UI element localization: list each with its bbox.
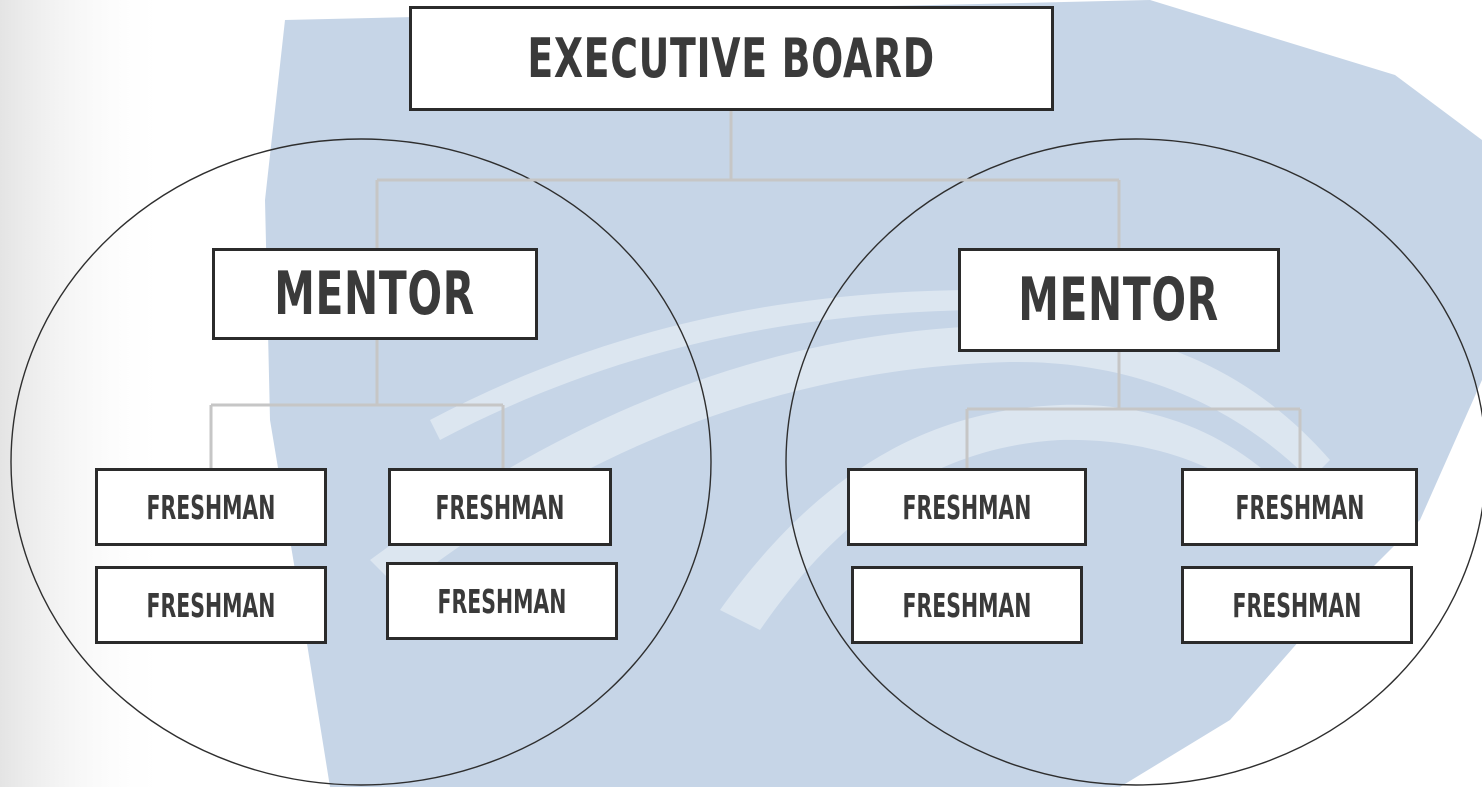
watermark-shape [265,0,1482,787]
freshman-label: FRESHMAN [146,585,276,625]
group-circle-right [785,138,1482,786]
freshman-box: FRESHMAN [847,468,1087,546]
connector-lines [209,111,1302,468]
freshman-box: FRESHMAN [386,562,618,640]
freshman-box: FRESHMAN [388,468,612,546]
freshman-label: FRESHMAN [1235,487,1364,527]
freshman-label: FRESHMAN [902,487,1032,527]
freshman-label: FRESHMAN [437,581,567,621]
freshman-label: FRESHMAN [902,585,1032,625]
group-circles [10,138,1482,786]
freshman-box: FRESHMAN [95,566,327,644]
mentor-box: MENTOR [212,248,538,340]
watermark-stripe [370,324,1330,590]
freshman-box: FRESHMAN [1181,566,1413,644]
freshman-label: FRESHMAN [146,487,276,527]
freshman-box: FRESHMAN [1181,468,1418,546]
freshman-label: FRESHMAN [1232,585,1362,625]
executive-board-box: EXECUTIVE BOARD [409,6,1054,111]
watermark-stripe [720,404,1275,630]
group-circle-left [10,138,712,786]
watermark-logo [265,0,1482,787]
freshman-box: FRESHMAN [851,566,1083,644]
mentor-label: MENTOR [274,259,476,329]
left-edge-shade [0,0,170,787]
executive-board-label: EXECUTIVE BOARD [527,27,936,90]
freshman-box: FRESHMAN [95,468,327,546]
freshman-label: FRESHMAN [435,487,565,527]
mentor-box: MENTOR [958,248,1280,352]
mentor-label: MENTOR [1018,265,1220,335]
watermark-stripe [430,290,980,440]
